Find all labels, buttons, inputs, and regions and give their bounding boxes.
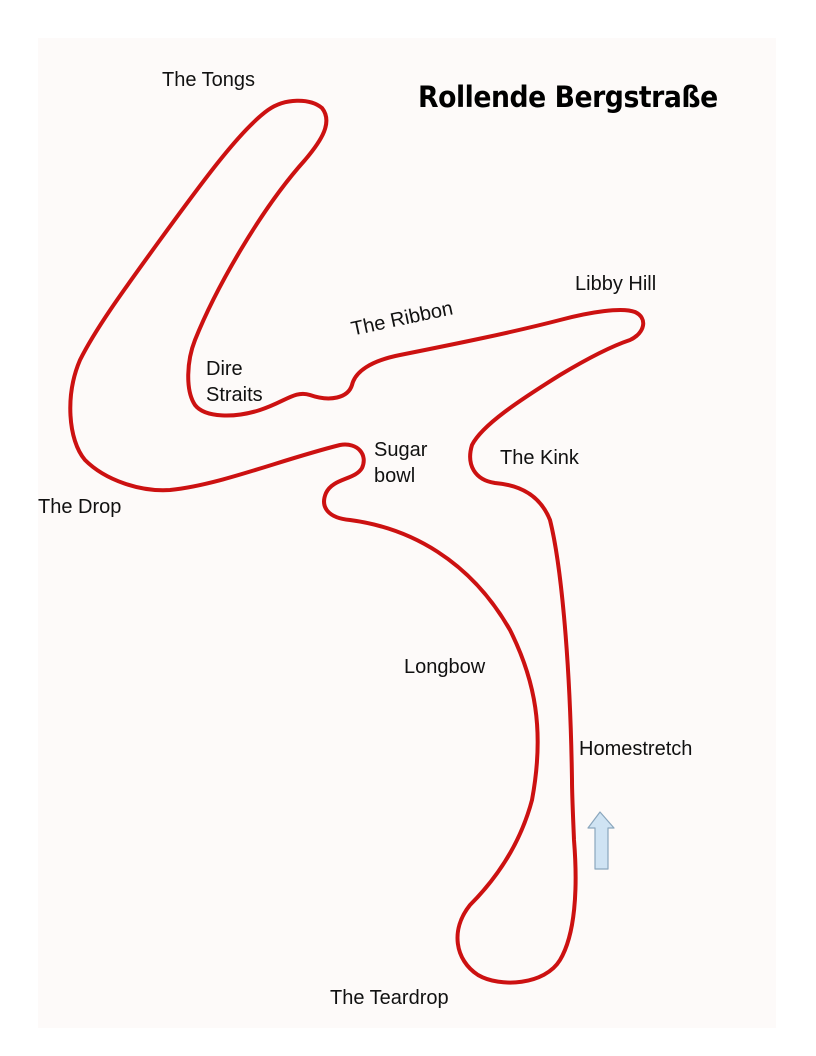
- corner-label-the-teardrop: The Teardrop: [330, 987, 449, 1009]
- corner-label-dire-straits-line1: Dire: [206, 358, 243, 380]
- map-title: Rollende Bergstraße: [418, 80, 718, 114]
- corner-label-dire-straits: Dire Straits: [206, 356, 263, 408]
- corner-label-the-kink: The Kink: [500, 447, 579, 469]
- corner-label-dire-straits-line2: Straits: [206, 384, 263, 406]
- corner-label-sugar-bowl-line1: Sugar: [374, 439, 428, 461]
- corner-label-libby-hill: Libby Hill: [575, 273, 657, 295]
- corner-label-longbow: Longbow: [404, 656, 486, 678]
- map-paper: [38, 38, 776, 1028]
- up-arrow-icon: [587, 811, 615, 870]
- corner-label-sugar-bowl: Sugar bowl: [374, 437, 427, 489]
- corner-label-the-tongs: The Tongs: [162, 69, 256, 91]
- corner-label-the-drop: The Drop: [38, 496, 122, 518]
- corner-label-sugar-bowl-line2: bowl: [374, 465, 416, 487]
- corner-label-homestretch: Homestretch: [579, 738, 693, 760]
- race-track-outline: [68, 98, 646, 985]
